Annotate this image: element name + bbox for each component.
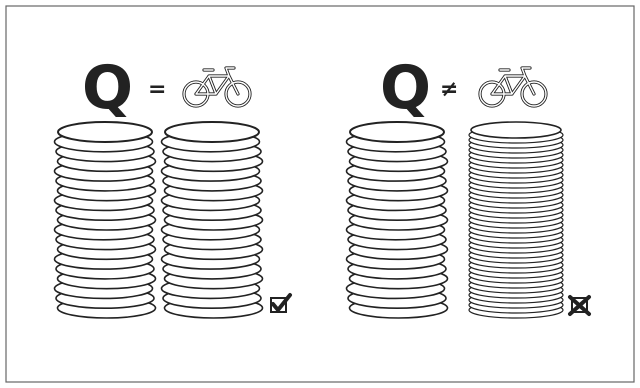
coin-top-face [470, 121, 562, 139]
coin-top-face [349, 121, 445, 143]
cross-icon [568, 295, 591, 316]
checkmark-icon [270, 293, 292, 313]
coin-stack-thin-right-2 [468, 121, 564, 319]
coin-top-face [57, 121, 153, 143]
coin-stack-thick-left-1 [53, 121, 157, 319]
q-letter-right: Q [380, 53, 432, 123]
q-letter-left: Q [82, 53, 134, 123]
coin-stack-thick-right-1 [345, 121, 449, 319]
not-equals-sign: ≠ [440, 77, 459, 102]
equals-sign: = [148, 77, 167, 102]
bicycle-icon [478, 66, 548, 108]
coin-stack-thick-left-2 [160, 121, 264, 319]
bicycle-icon [182, 66, 252, 108]
coin-top-face [164, 121, 260, 143]
